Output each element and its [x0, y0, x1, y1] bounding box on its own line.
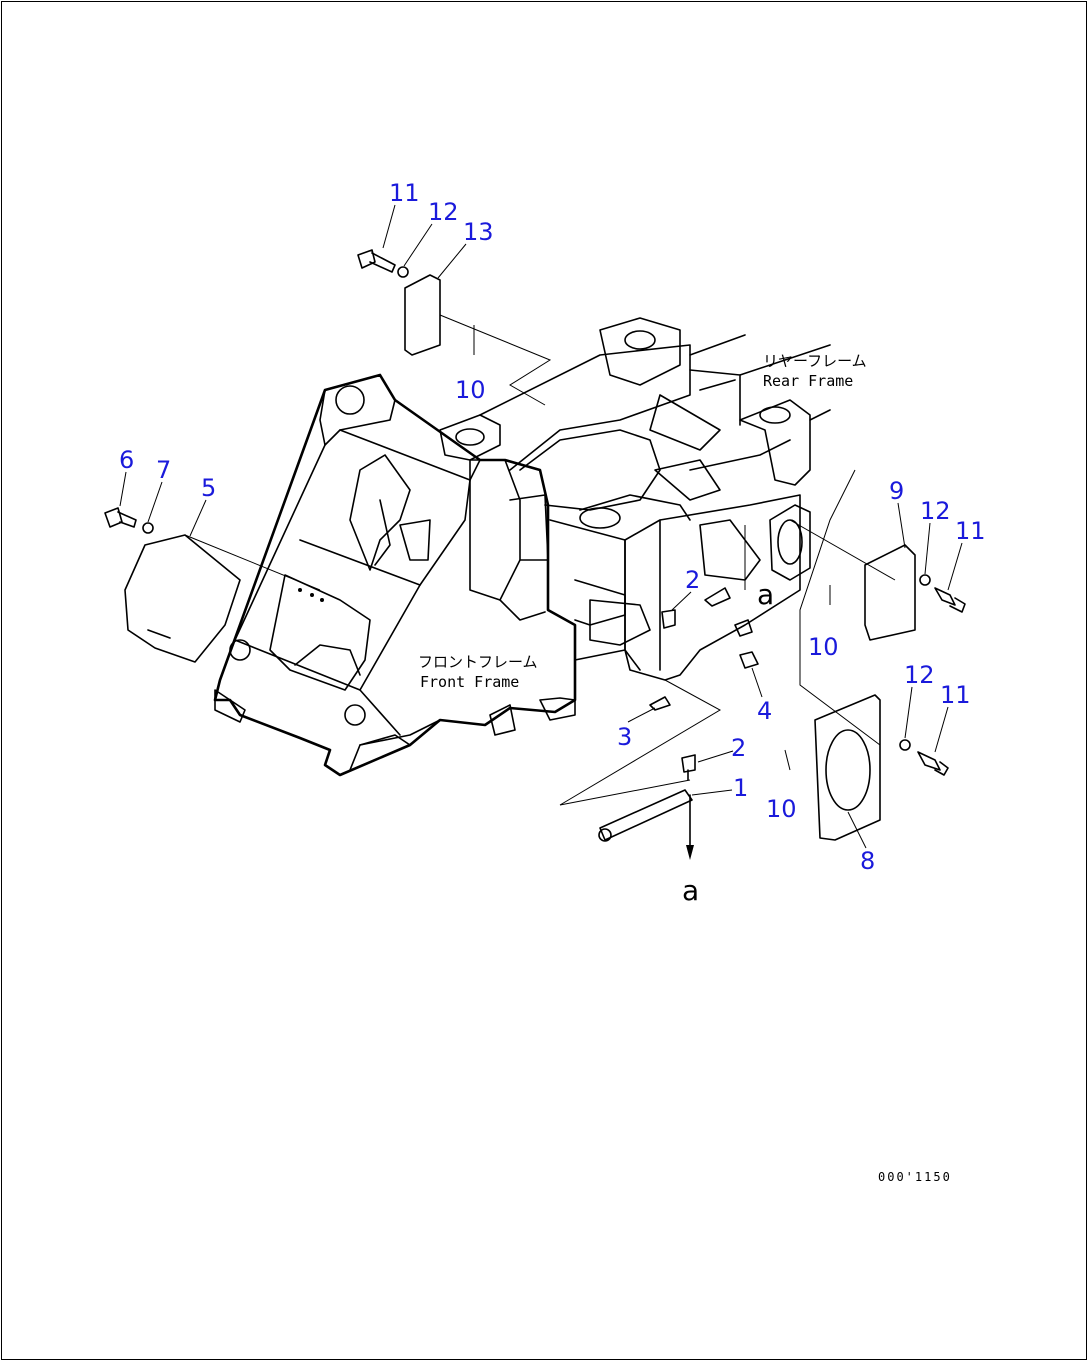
reference-marks: a a — [682, 578, 774, 907]
frame-labels: リヤーフレーム Rear Frame フロントフレーム Front Frame — [418, 352, 867, 691]
part-13-plate — [404, 274, 475, 356]
callout-1: 1 — [733, 774, 748, 802]
oval-cover — [769, 504, 811, 581]
callout-12-top: 12 — [428, 198, 459, 226]
rear-frame-label-jp: リヤーフレーム — [763, 352, 867, 370]
callout-2-upper: 2 — [685, 566, 700, 594]
callout-3: 3 — [617, 723, 632, 751]
part-3-clip — [649, 696, 671, 711]
callout-2-lower: 2 — [731, 734, 746, 762]
callout-12-lower: 12 — [904, 661, 935, 689]
part-1-bar — [598, 789, 694, 860]
front-frame-label-en: Front Frame — [420, 673, 519, 691]
ref-a-lower: a — [682, 874, 699, 907]
rear-frame — [439, 317, 831, 681]
callout-10-top: 10 — [455, 376, 486, 404]
callout-5: 5 — [201, 474, 216, 502]
part-2-bolt-lower — [681, 754, 696, 781]
part-11-12-bolt-right-upper — [919, 574, 966, 613]
part-11-12-bolt-right-lower — [899, 739, 949, 776]
part-5-cover — [124, 534, 241, 663]
part-11-12-bolt-top — [357, 249, 409, 278]
callout-12-right: 12 — [920, 497, 951, 525]
small-bracket — [704, 587, 731, 607]
callout-8: 8 — [860, 847, 875, 875]
rear-frame-label-en: Rear Frame — [763, 372, 853, 390]
callout-10-lower: 10 — [766, 795, 797, 823]
part-4-clamp — [734, 619, 759, 669]
callout-13: 13 — [463, 218, 494, 246]
callouts: 11 12 13 10 6 7 5 9 12 11 2 10 4 3 12 11… — [119, 179, 986, 875]
callout-9: 9 — [889, 477, 904, 505]
part-8-plate — [784, 694, 881, 841]
part-6-7-bolt-left — [104, 507, 154, 534]
callout-11-right: 11 — [955, 517, 986, 545]
front-frame-label-jp: フロントフレーム — [418, 653, 538, 671]
front-frame — [213, 373, 577, 777]
callout-6: 6 — [119, 446, 134, 474]
assembly-lines — [184, 314, 896, 806]
ref-a-upper: a — [757, 578, 774, 611]
part-9-plate — [829, 544, 916, 641]
callout-4: 4 — [757, 697, 772, 725]
drawing-number: 000'1150 — [878, 1170, 952, 1184]
callout-7: 7 — [156, 456, 171, 484]
callout-10-mid: 10 — [808, 633, 839, 661]
part-2-bolt-upper — [661, 609, 676, 629]
callout-11-lower: 11 — [940, 681, 971, 709]
callout-leaders — [119, 204, 963, 849]
callout-11-top: 11 — [389, 179, 420, 207]
